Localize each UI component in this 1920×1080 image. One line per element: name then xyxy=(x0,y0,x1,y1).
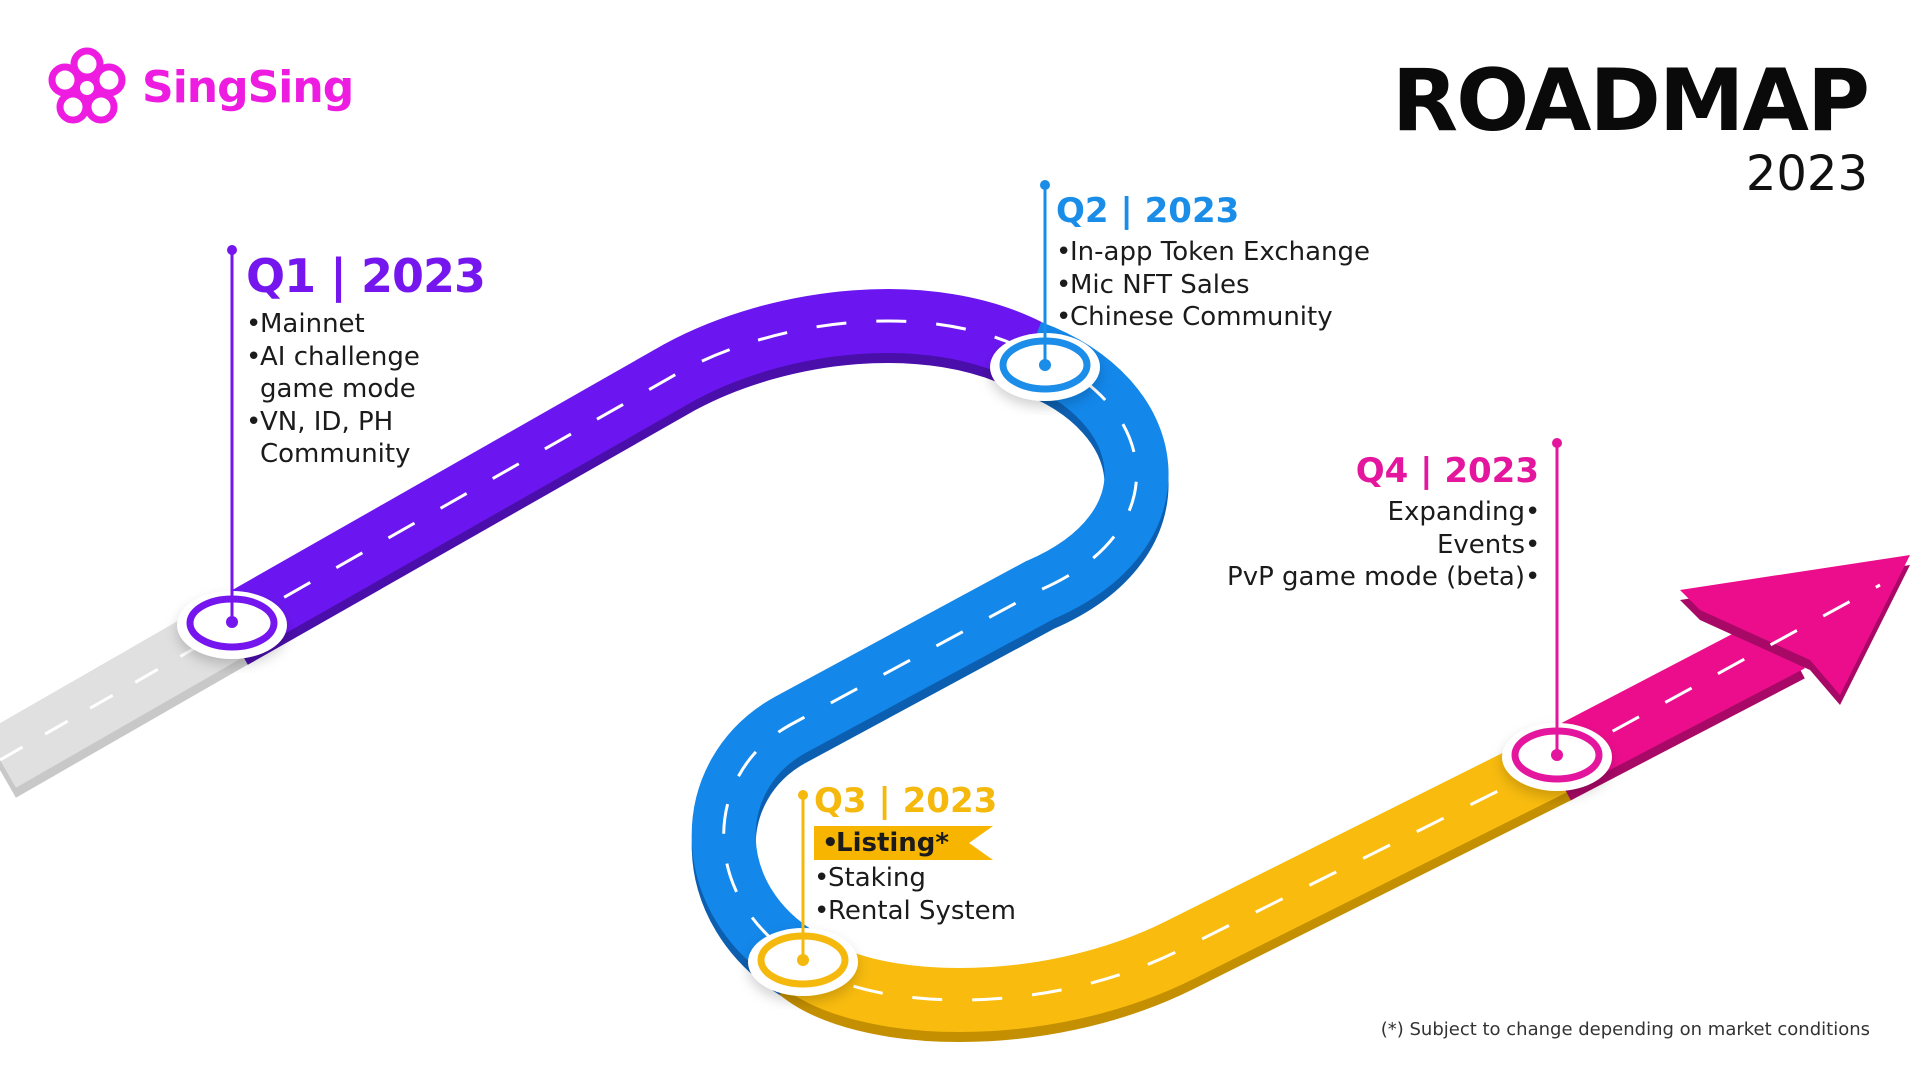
milestone-q2: Q2 | 2023 •In-app Token Exchange •Mic NF… xyxy=(1056,190,1370,334)
footnote: (*) Subject to change depending on marke… xyxy=(1380,1019,1870,1040)
brand-logo[interactable]: SingSing xyxy=(46,46,354,128)
title-main: ROADMAP xyxy=(1391,51,1870,151)
list-item: •In-app Token Exchange xyxy=(1056,237,1371,267)
road-segment-q2 xyxy=(691,321,1169,998)
page-title: ROADMAP 2023 xyxy=(1391,51,1870,202)
list-item-continuation: Community xyxy=(260,439,411,469)
road-segment-q4 xyxy=(1541,555,1910,801)
list-item: •Mic NFT Sales xyxy=(1056,269,1250,300)
milestone-q3: Q3 | 2023 •Listing* •Staking •Rental Sys… xyxy=(814,780,1016,927)
road-segment-q1 xyxy=(216,289,1045,665)
milestone-list: •Mainnet •AI challenge game mode •VN, ID… xyxy=(246,308,485,471)
list-item-highlight: •Listing* xyxy=(814,826,1016,862)
list-item: Expanding• xyxy=(1387,497,1541,527)
list-item-continuation: game mode xyxy=(260,374,416,404)
list-item: •Rental System xyxy=(814,895,1016,926)
brand-name: SingSing xyxy=(142,61,354,113)
list-item: •Chinese Community xyxy=(1056,302,1333,332)
singsing-flower-logo-icon xyxy=(48,47,126,124)
list-item: Events• xyxy=(1436,529,1541,560)
list-item: PvP game mode (beta)• xyxy=(1227,562,1541,592)
list-item: •AI challenge xyxy=(246,341,420,372)
list-item: •Staking xyxy=(814,863,926,893)
list-item: •VN, ID, PH xyxy=(246,406,394,437)
milestone-q4: Q4 | 2023 Expanding• Events• PvP game mo… xyxy=(1227,450,1541,594)
milestone-heading: Q3 | 2023 xyxy=(814,781,998,821)
title-year: 2023 xyxy=(1745,146,1868,202)
listing-tag: •Listing* xyxy=(814,826,993,860)
milestone-q1: Q1 | 2023 •Mainnet •AI challenge game mo… xyxy=(246,248,486,471)
milestone-heading: Q2 | 2023 xyxy=(1056,191,1240,231)
milestone-list: •Listing* •Staking •Rental System xyxy=(814,826,1016,927)
milestone-heading: Q4 | 2023 xyxy=(1355,451,1539,491)
list-item: •Mainnet xyxy=(246,309,365,339)
milestone-list: Expanding• Events• PvP game mode (beta)• xyxy=(1227,496,1541,594)
milestone-heading: Q1 | 2023 xyxy=(246,249,486,303)
milestone-list: •In-app Token Exchange •Mic NFT Sales •C… xyxy=(1056,236,1370,334)
